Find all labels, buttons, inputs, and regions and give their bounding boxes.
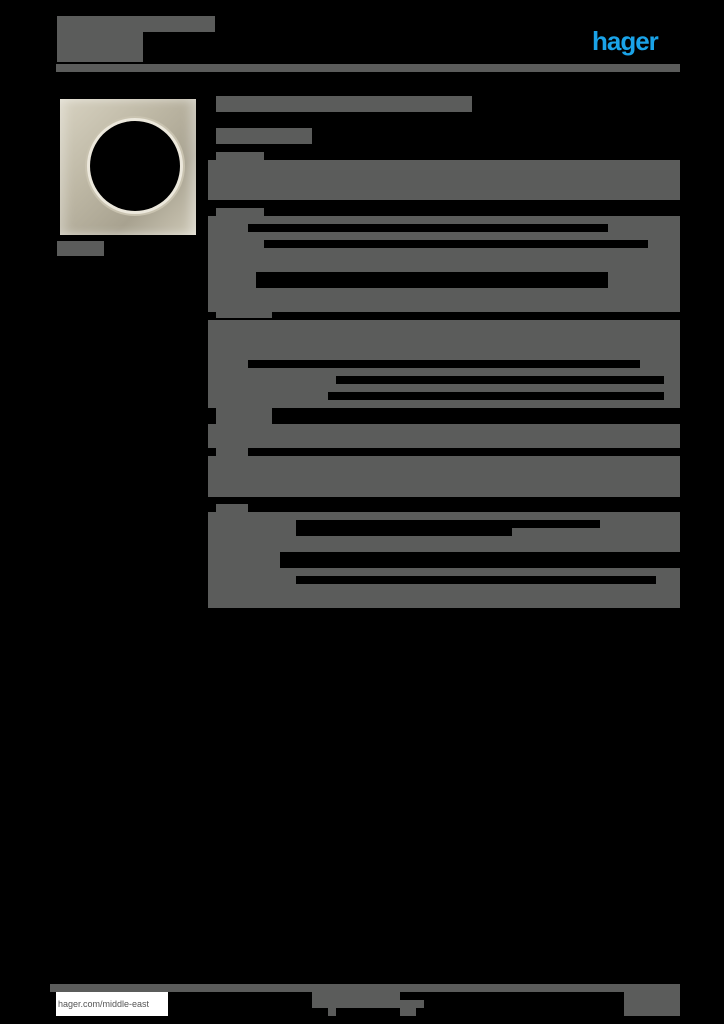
spec-row-gap bbox=[248, 360, 640, 368]
section-4-heading bbox=[216, 408, 272, 424]
footer-center-text bbox=[312, 992, 400, 1008]
spec-row-gap bbox=[256, 272, 608, 288]
spec-row-gap bbox=[280, 552, 680, 568]
header-title-line-1 bbox=[57, 16, 215, 32]
section-5-heading bbox=[216, 448, 248, 456]
spec-row-gap bbox=[264, 240, 648, 248]
spec-row-gap bbox=[296, 528, 512, 536]
section-4-body bbox=[208, 424, 680, 448]
section-6-heading bbox=[216, 504, 248, 512]
section-2-heading bbox=[216, 208, 264, 216]
spec-row-gap bbox=[336, 376, 664, 384]
spec-row-gap bbox=[248, 224, 608, 232]
spec-row-gap bbox=[296, 576, 656, 584]
spec-row-gap bbox=[296, 520, 600, 528]
product-image-caption bbox=[57, 241, 104, 256]
spec-row-gap bbox=[328, 392, 664, 400]
product-image-cover-frame bbox=[60, 99, 196, 235]
section-6-rule bbox=[208, 495, 680, 497]
spec-table-frame bbox=[208, 216, 680, 312]
product-reference bbox=[216, 128, 312, 144]
header-rule bbox=[56, 64, 680, 72]
section-5-body bbox=[208, 456, 680, 496]
footer-page-info bbox=[624, 992, 680, 1016]
footer-center-mark bbox=[328, 1008, 336, 1016]
frame-opening bbox=[90, 121, 180, 211]
section-1-body bbox=[208, 160, 680, 200]
footer-rule bbox=[50, 984, 680, 992]
product-title bbox=[216, 96, 472, 112]
header-title-line-2 bbox=[57, 32, 143, 62]
section-3-heading bbox=[216, 310, 272, 318]
hager-logo: hager bbox=[592, 26, 659, 56]
footer-website-link[interactable]: hager.com/middle-east bbox=[56, 992, 168, 1016]
section-1-heading bbox=[216, 152, 264, 160]
footer-center-mark-2 bbox=[400, 1008, 416, 1016]
footer-center-text-2 bbox=[400, 1000, 424, 1008]
